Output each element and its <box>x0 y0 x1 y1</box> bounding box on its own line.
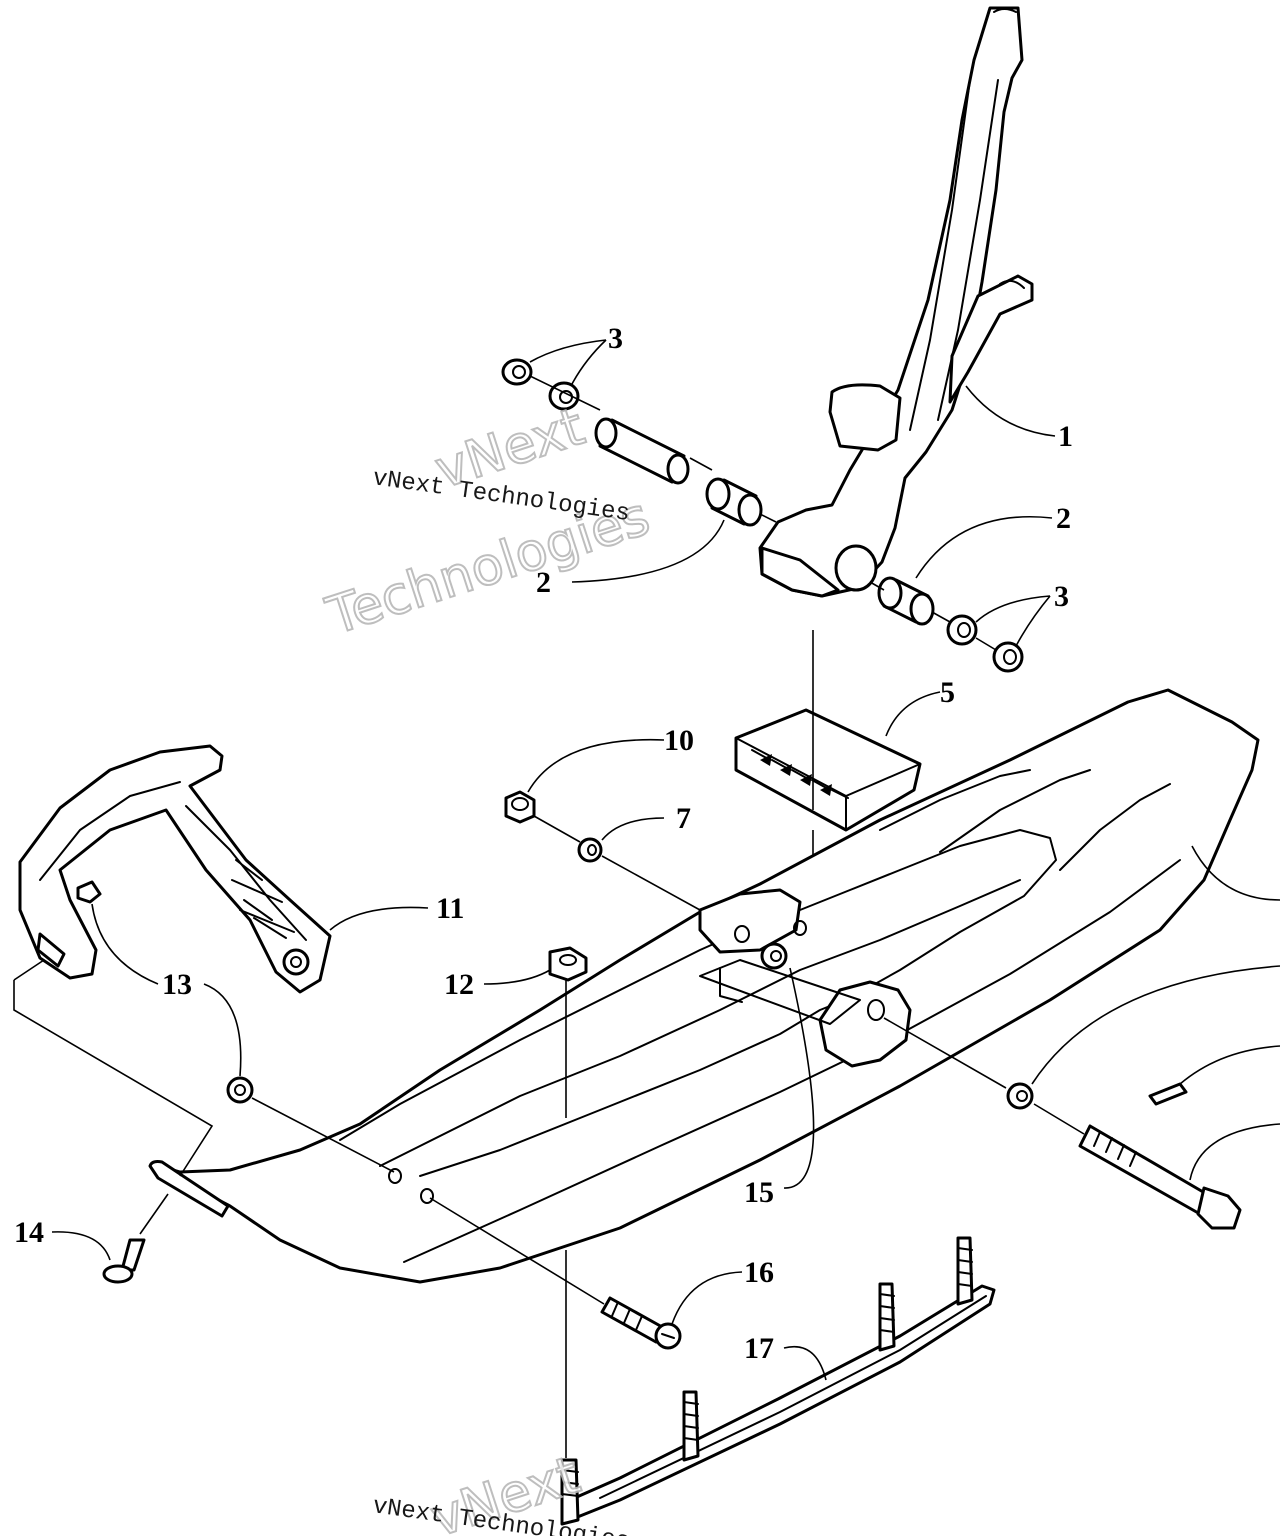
spindle-part-1 <box>758 6 1034 598</box>
callout-12: 12 <box>444 968 474 1001</box>
bushing-part-2-left <box>705 477 763 527</box>
callout-1: 1 <box>1058 420 1073 453</box>
callout-7: 7 <box>676 802 691 835</box>
nut-part-13-upper <box>76 880 102 904</box>
pivot-bolt <box>1078 1124 1242 1230</box>
callout-11: 11 <box>436 892 464 925</box>
wear-pad-part-5 <box>734 708 922 832</box>
bushing-part-2-right <box>877 576 935 626</box>
callout-14: 14 <box>14 1216 44 1249</box>
washer-right <box>1006 1082 1034 1110</box>
washer-part-3-left-outer <box>501 358 533 386</box>
washer-part-3-right-inner <box>946 614 978 646</box>
callout-10: 10 <box>664 724 694 757</box>
callout-17: 17 <box>744 1332 774 1365</box>
callout-labels: 3 1 2 2 3 5 10 7 11 12 13 14 15 16 17 <box>14 322 1073 1365</box>
callout-2-left: 2 <box>536 566 551 599</box>
sleeve-tube <box>594 417 690 485</box>
washer-part-15 <box>760 942 788 970</box>
washer-part-7 <box>577 837 603 863</box>
screw-part-16 <box>600 1296 682 1350</box>
nut-part-10 <box>504 790 536 824</box>
callout-3-left: 3 <box>608 322 623 355</box>
callout-16: 16 <box>744 1256 774 1289</box>
flange-nut-part-12 <box>548 946 588 982</box>
callout-13: 13 <box>162 968 192 1001</box>
callout-3-right: 3 <box>1054 580 1069 613</box>
cotter-pin <box>1148 1082 1188 1106</box>
nut-part-13-lower <box>226 1076 254 1104</box>
callout-5: 5 <box>940 676 955 709</box>
washer-part-3-right-outer <box>992 641 1024 673</box>
wear-bar-part-17 <box>560 1236 996 1526</box>
bolt-part-14 <box>102 1238 146 1284</box>
ski-handle-part-11 <box>18 744 332 994</box>
callout-2-right: 2 <box>1056 502 1071 535</box>
leader-lines <box>13 339 1280 1381</box>
callout-15: 15 <box>744 1176 774 1209</box>
ski-body <box>148 688 1260 1284</box>
